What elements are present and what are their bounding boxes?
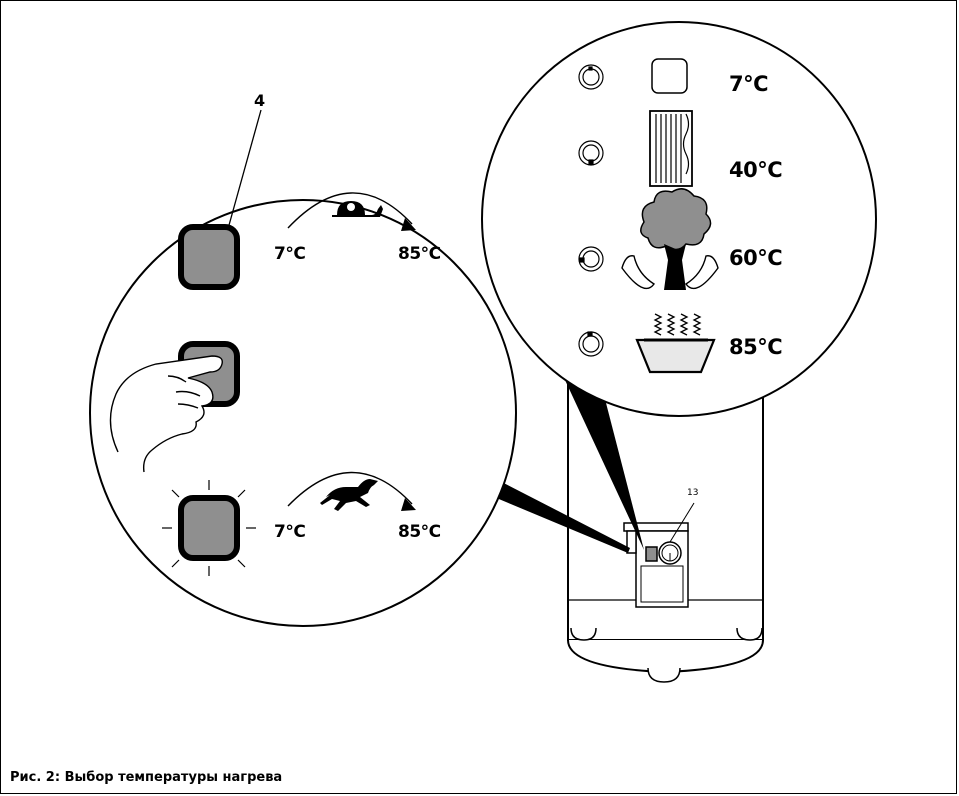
callout-4-leader xyxy=(225,109,262,237)
temp-7: 7°C xyxy=(729,72,769,96)
figure-caption: Рис. 2: Выбор температуры нагрева xyxy=(10,770,283,785)
fast-from-temp: 7°C xyxy=(274,522,306,542)
temp-40: 40°C xyxy=(729,158,783,182)
callout-number-13: 13 xyxy=(687,488,699,498)
heating-arc-arrows xyxy=(287,192,413,507)
temp-60: 60°C xyxy=(729,246,783,270)
arc-arrow-slow xyxy=(287,192,413,229)
fast-to-temp: 85°C xyxy=(398,522,441,542)
dial-7-icon xyxy=(578,64,604,90)
connector-right-to-tank xyxy=(565,372,644,550)
connector-left-to-tank xyxy=(482,478,630,553)
arrowhead-slow xyxy=(401,218,416,231)
empty-square-icon xyxy=(651,58,688,94)
arc-arrow-fast xyxy=(287,471,413,507)
temp-85: 85°C xyxy=(729,335,783,359)
tank-control-panel xyxy=(623,522,689,608)
hot-bath-icon xyxy=(635,313,716,374)
glow-rays xyxy=(162,480,256,576)
tree-hands-icon xyxy=(621,188,719,290)
horse-icon xyxy=(320,479,378,511)
dial-85-icon xyxy=(578,331,604,357)
dial-icons xyxy=(578,64,604,357)
dial-40-icon xyxy=(578,140,604,166)
callout-number-4: 4 xyxy=(254,91,266,110)
button-fast-mode xyxy=(178,495,240,561)
finger-press-icon xyxy=(109,355,223,473)
button-slow-mode xyxy=(178,224,240,290)
arrowhead-fast xyxy=(401,498,416,511)
radiator-icon xyxy=(649,110,693,187)
snail-icon xyxy=(332,201,383,217)
dial-60-icon xyxy=(578,246,604,272)
callout-13-leader xyxy=(669,502,695,543)
slow-to-temp: 85°C xyxy=(398,244,441,264)
slow-from-temp: 7°C xyxy=(274,244,306,264)
